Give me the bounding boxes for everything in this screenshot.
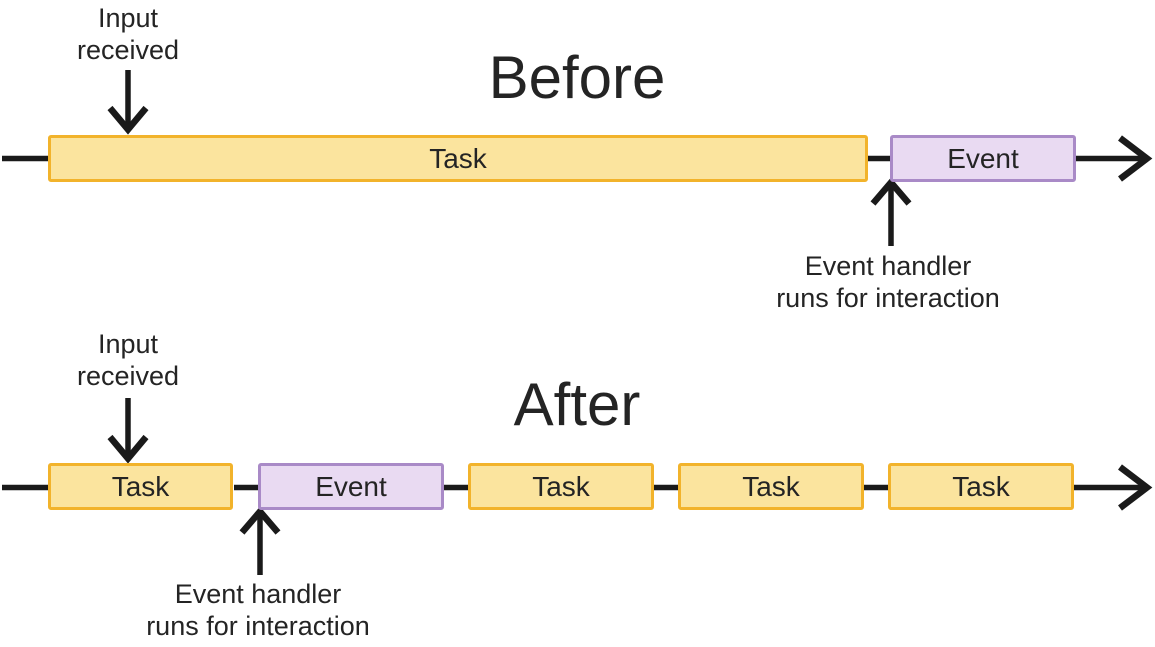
after-task-label-1: Task <box>111 470 170 502</box>
after-handler-arrow <box>239 506 281 575</box>
before-title: Before <box>488 44 666 111</box>
after-input-arrow <box>107 398 149 464</box>
after-task-box-3: Task <box>678 463 864 510</box>
before-handler-arrow <box>870 177 912 246</box>
before-event-box: Event <box>890 135 1076 182</box>
after-task-label-4: Task <box>952 470 1010 502</box>
after-timeline-arrow <box>2 464 1153 511</box>
after-handler-label-line2: runs for interaction <box>146 611 370 641</box>
after-task-label-3: Task <box>742 470 800 502</box>
before-timeline-arrow <box>2 135 1153 182</box>
before-handler-label-line1: Event handler <box>804 251 972 281</box>
after-input-label: Input received <box>28 328 228 392</box>
after-task-box-2: Task <box>468 463 654 510</box>
after-title: After <box>513 371 641 438</box>
after-task-label-2: Task <box>532 470 590 502</box>
before-handler-label: Event handler runs for interaction <box>738 250 1038 314</box>
before-handler-label-line2: runs for interaction <box>776 283 1000 313</box>
after-task-box-4: Task <box>888 463 1074 510</box>
before-input-label-line1: Input <box>97 3 159 33</box>
after-handler-label-line1: Event handler <box>174 579 342 609</box>
before-input-label: Input received <box>28 2 228 66</box>
before-input-arrow <box>107 70 149 135</box>
before-task-box: Task <box>48 135 868 182</box>
before-input-label-line2: received <box>76 35 180 65</box>
after-task-box-1: Task <box>48 463 233 510</box>
before-task-label: Task <box>429 142 487 174</box>
before-event-label: Event <box>947 142 1019 174</box>
after-event-box: Event <box>258 463 444 510</box>
after-input-label-line2: received <box>76 361 180 391</box>
after-input-label-line1: Input <box>97 329 159 359</box>
after-handler-label: Event handler runs for interaction <box>108 578 408 642</box>
after-event-label: Event <box>315 470 387 502</box>
